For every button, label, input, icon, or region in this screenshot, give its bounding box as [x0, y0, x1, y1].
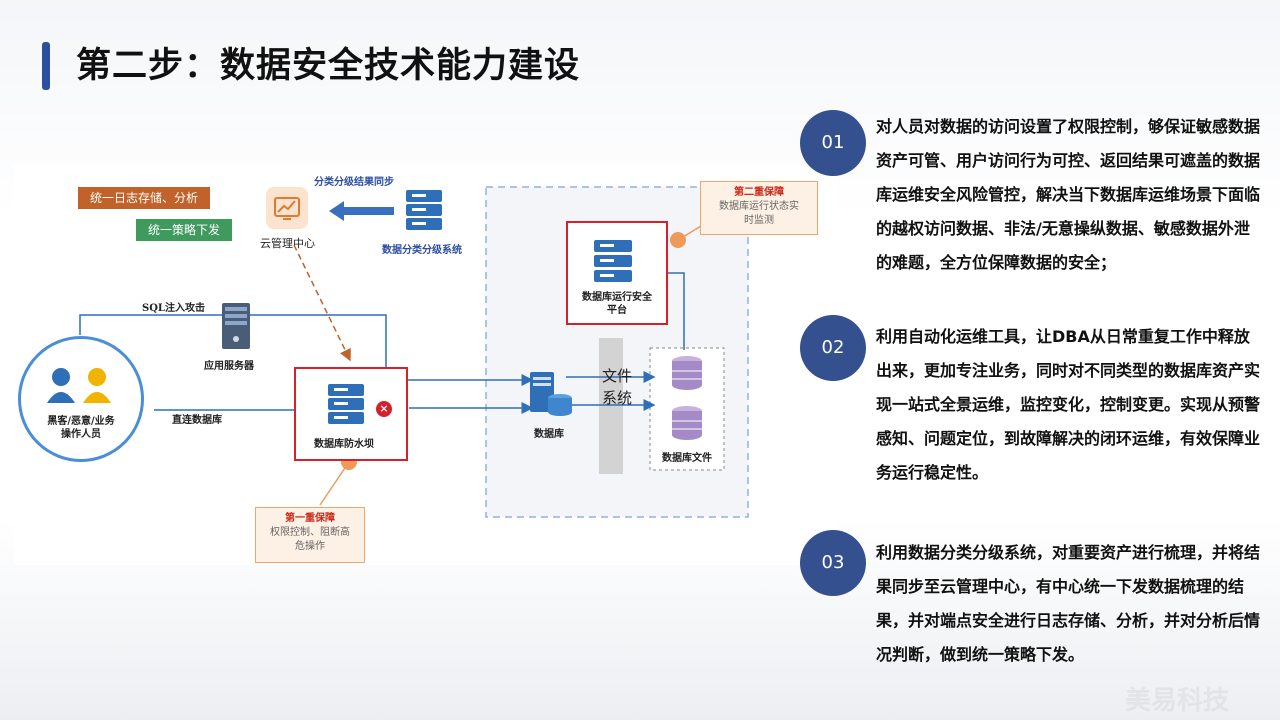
monitor-icon	[266, 187, 308, 229]
file-system-bar	[599, 338, 623, 474]
db-files-label: 数据库文件	[662, 453, 712, 464]
direct-db-label: 直连数据库	[172, 415, 222, 426]
ops-platform-box: 数据库运行安全 平台	[566, 221, 668, 325]
tag-log-storage: 统一日志存储、分析	[78, 187, 211, 209]
guard1-callout: 第一重保障 权限控制、阻断高 危操作	[255, 507, 365, 563]
point-number-2: 02	[800, 315, 866, 381]
users-label: 黑客/恶意/业务 操作人员	[47, 416, 115, 440]
guard2-dot	[670, 232, 686, 248]
ops-platform-label: 数据库运行安全 平台	[582, 292, 652, 316]
users-circle: 黑客/恶意/业务 操作人员	[18, 336, 144, 462]
tag-policy-dispatch: 统一策略下发	[136, 219, 233, 241]
app-server-label: 应用服务器	[204, 361, 254, 372]
sql-attack-label: SQL注入攻击	[142, 303, 205, 314]
point-number-3: 03	[800, 530, 866, 596]
point-text-3: 利用数据分类分级系统，对重要资产进行梳理，并将结果同步至云管理中心，有中心统一下…	[876, 543, 1261, 664]
block-icon: ×	[376, 401, 392, 417]
policy-dispatch-path	[293, 244, 351, 362]
architecture-diagram: 统一日志存储、分析 统一策略下发 云管理中心 分类分级结果同步 数据分类分级系统…	[14, 165, 836, 565]
database-label: 数据库	[534, 429, 564, 440]
file-system-label: 文件 系统	[602, 367, 633, 407]
point-text-2: 利用自动化运维工具，让DBA从日常重复工作中释放出来，更加专注业务，同时对不同类…	[876, 327, 1261, 482]
guard1-title: 第一重保障	[285, 513, 335, 524]
sync-arrow	[329, 201, 394, 221]
point-text-1: 对人员对数据的访问设置了权限控制，够保证敏感数据资产可管、用户访问行为可控、返回…	[876, 117, 1261, 272]
guard2-text: 数据库运行状态实 时监测	[719, 201, 799, 226]
cloud-center-label: 云管理中心	[260, 237, 315, 250]
sync-label: 分类分级结果同步	[314, 177, 394, 188]
guard2-callout: 第二重保障 数据库运行状态实 时监测	[700, 181, 818, 235]
sql-attack-path	[79, 314, 534, 386]
point-number-1: 01	[800, 110, 866, 176]
firewall-label: 数据库防水坝	[314, 439, 374, 450]
guard1-connector	[319, 461, 350, 506]
guard1-text: 权限控制、阻断高 危操作	[270, 527, 350, 552]
classify-system-label: 数据分类分级系统	[382, 245, 462, 256]
firewall-box: × 数据库防水坝	[294, 367, 408, 461]
title-accent-bar	[42, 42, 50, 90]
watermark: 美易科技	[1125, 686, 1230, 716]
guard2-title: 第二重保障	[734, 187, 784, 198]
page-title: 第二步：数据安全技术能力建设	[76, 46, 581, 86]
